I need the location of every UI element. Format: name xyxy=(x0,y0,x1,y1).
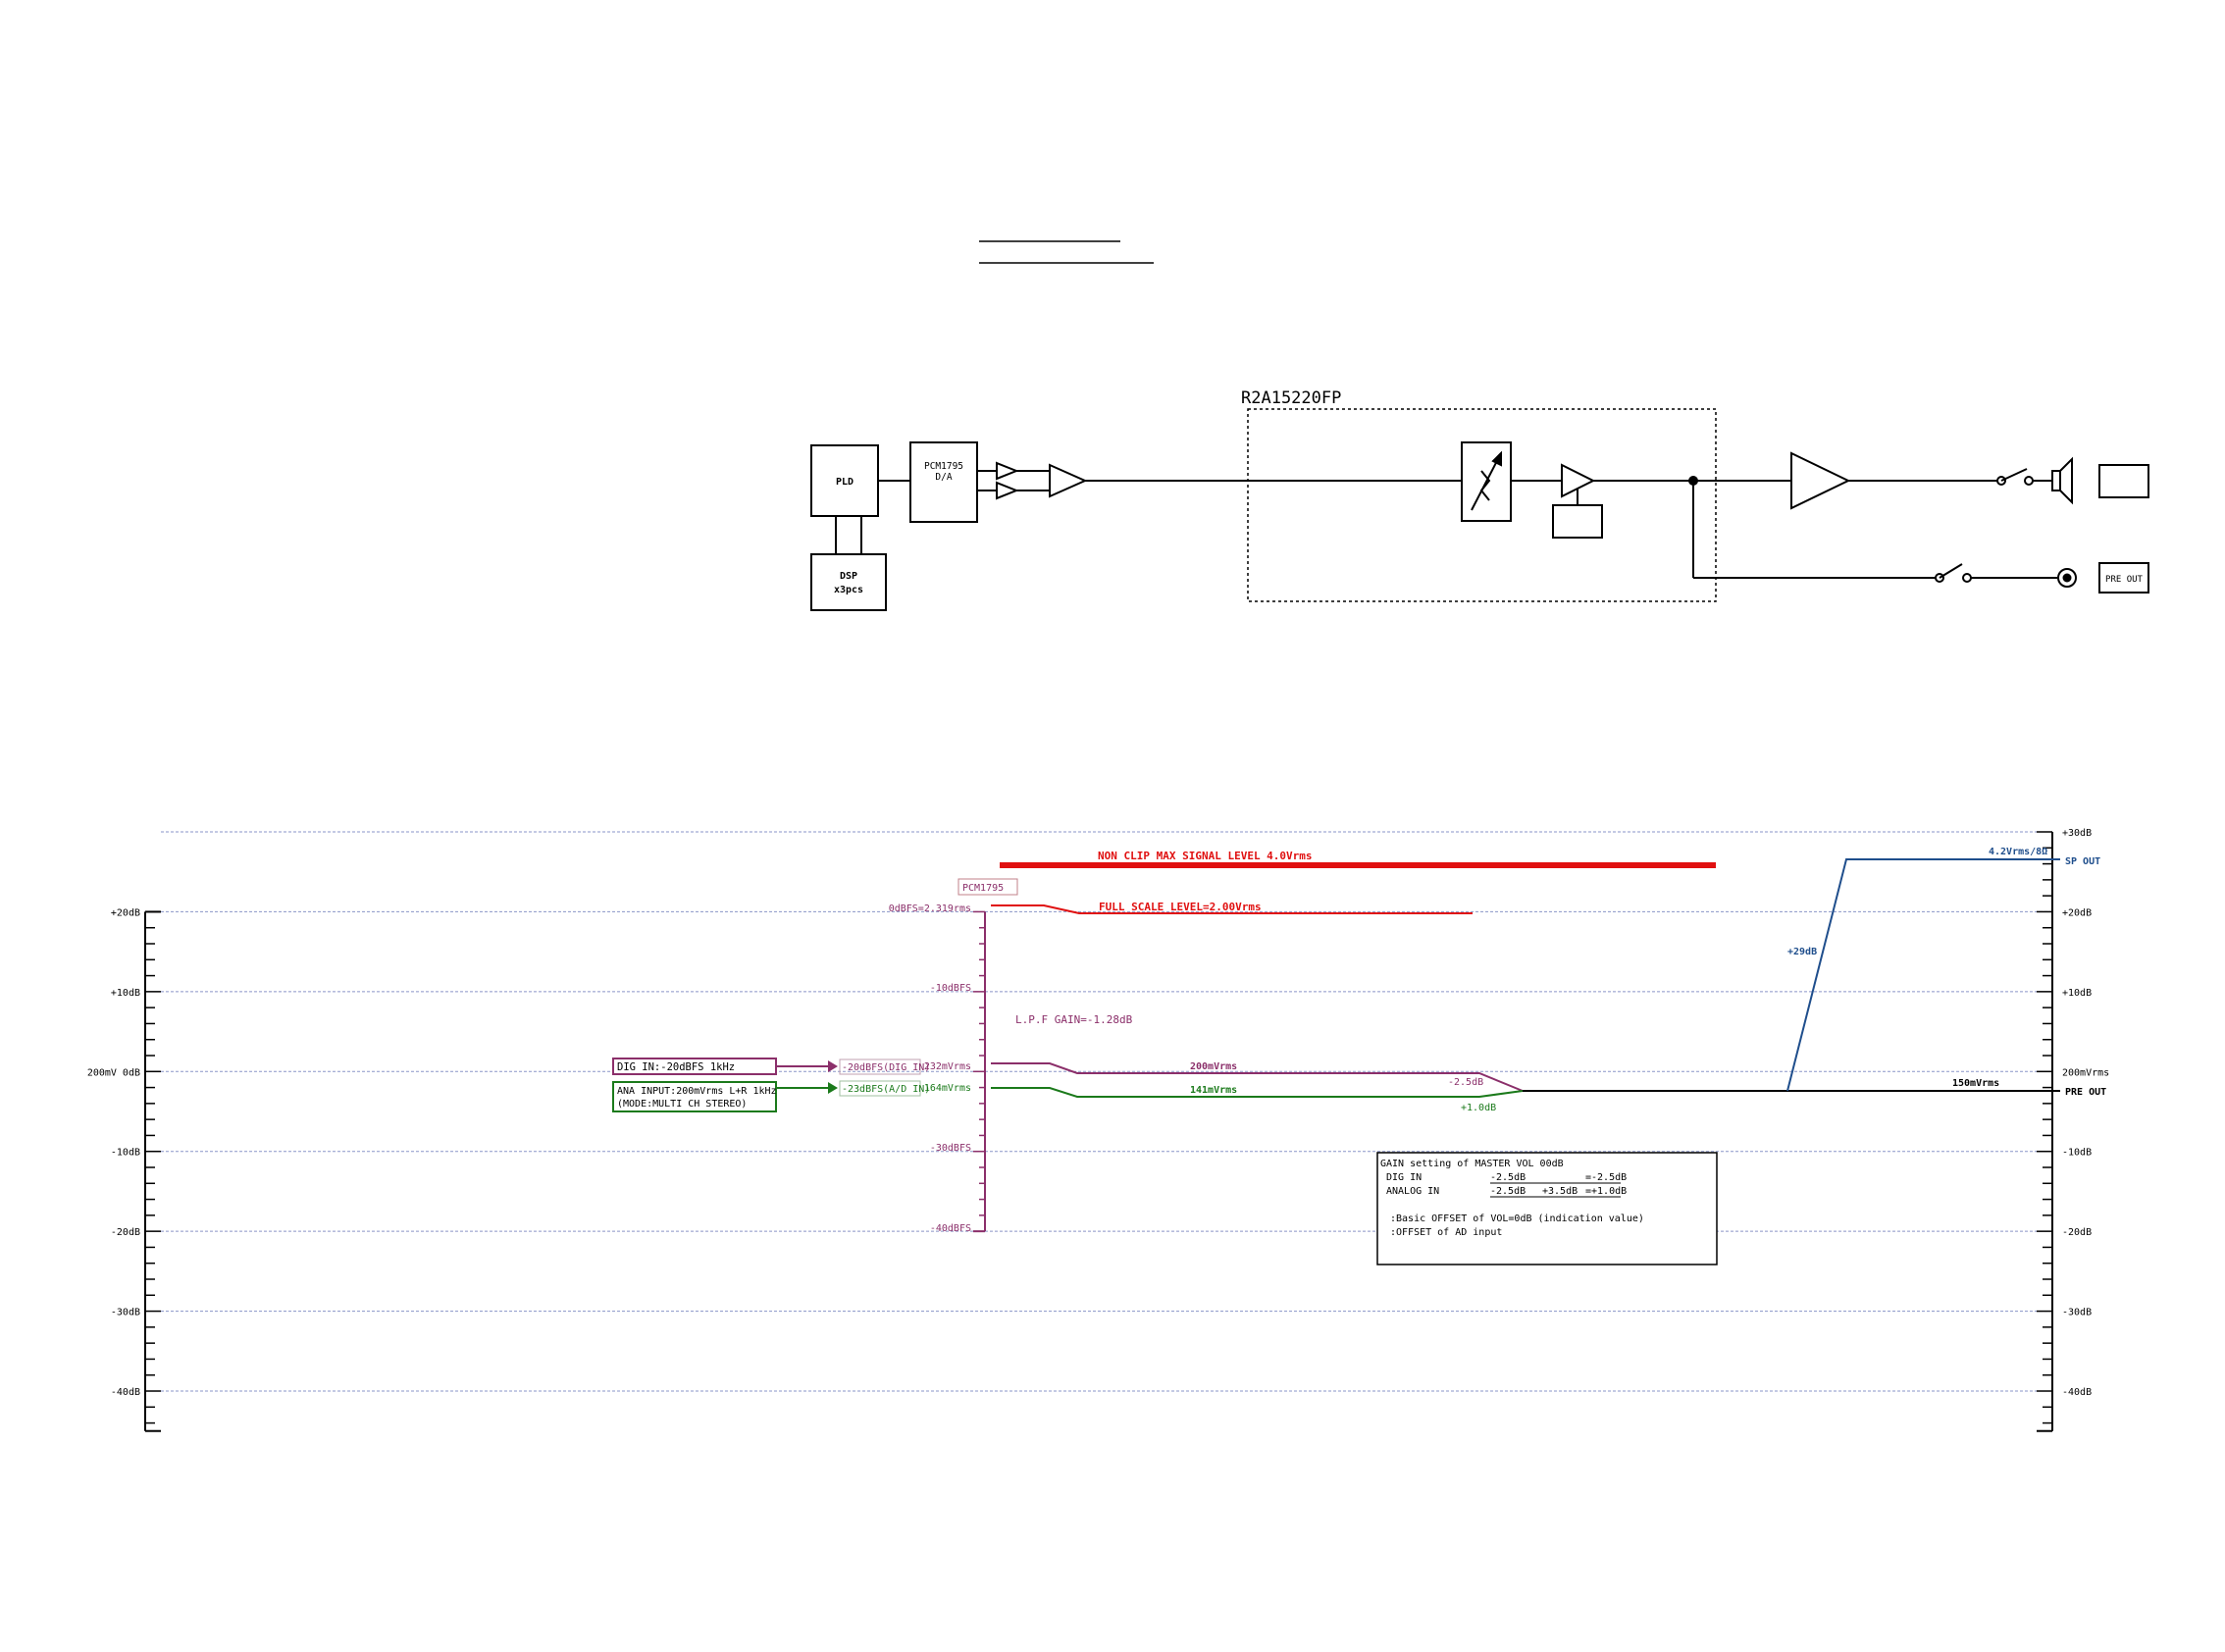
pld-label: PLD xyxy=(836,477,854,488)
ana-in-box-line1: ANA INPUT:200mVrms L+R 1kHz xyxy=(617,1086,777,1097)
dig-level-path xyxy=(991,1062,1524,1092)
rca-jack-outer xyxy=(2057,568,2077,588)
ana-in-box-line2: (MODE:MULTI CH STEREO) xyxy=(617,1099,747,1110)
dbfs-scale xyxy=(973,910,986,1233)
block-diagram xyxy=(810,408,2149,611)
gain-box-row2-a: -2.5dB xyxy=(1490,1186,1526,1197)
dsp-label: DSP xyxy=(840,571,857,582)
dac-block xyxy=(909,441,978,523)
gain-box-row2-b: +3.5dB xyxy=(1542,1186,1578,1197)
ad-tag-label: -23dBFS(A/D IN) xyxy=(842,1084,930,1095)
right-tick-label: +30dB xyxy=(2062,828,2092,839)
full-scale-line xyxy=(991,904,1473,914)
right-tick-label: -30dB xyxy=(2062,1308,2092,1318)
pre-out-label: PRE OUT xyxy=(2065,1087,2106,1098)
sp-level-label: 4.2Vrms/8Ω xyxy=(1989,847,2047,857)
ad-tag-box xyxy=(839,1080,921,1097)
ana-level-path xyxy=(991,1087,1524,1098)
pcm-tag-label: PCM1795 xyxy=(962,883,1004,894)
left-tick-label: -20dB xyxy=(111,1227,140,1238)
sp-switch-contact-1 xyxy=(1996,476,2006,486)
buffer-amp-1 xyxy=(996,461,1019,481)
dsp-count-label: x3pcs xyxy=(834,585,863,595)
chip-box xyxy=(1247,408,1717,602)
sp-switch-contact-2 xyxy=(2024,476,2034,486)
right-tick-label: +20dB xyxy=(2062,907,2092,918)
gain-box-row1-label: DIG IN xyxy=(1386,1172,1422,1183)
left-tick-label: -10dB xyxy=(111,1148,140,1159)
level-grid xyxy=(161,831,2052,1392)
right-tick-label: -20dB xyxy=(2062,1227,2092,1238)
left-tick-label: -30dB xyxy=(111,1308,140,1318)
gain-label: +29dB xyxy=(1787,947,1817,957)
pre-switch-contact-1 xyxy=(1935,573,1944,583)
level-axis-labels: +30dB +20dB +20dB +10dB +10dB 200mVrms 200mV 0… xyxy=(87,828,2109,1398)
dsp-block xyxy=(810,553,887,611)
gain-box-note2: :OFFSET of AD input xyxy=(1390,1227,1502,1238)
pre-out-box-label: PRE OUT xyxy=(2105,575,2144,585)
sp-out-level-path xyxy=(1786,858,2060,1092)
rca-jack-inner xyxy=(2062,573,2072,583)
tone-control-block xyxy=(1552,504,1603,539)
non-clip-label: NON CLIP MAX SIGNAL LEVEL 4.0Vrms xyxy=(1098,850,1313,862)
dig-level2-label: 200mVrms xyxy=(1190,1061,1237,1072)
gain-setting-box xyxy=(1376,1152,1718,1265)
dig-in-box-label: DIG IN:-20dBFS 1kHz xyxy=(617,1061,735,1073)
gain-box-row2-label: ANALOG IN xyxy=(1386,1186,1439,1197)
out-level-label: 150mVrms xyxy=(1952,1078,1999,1089)
gain-box-note1: :Basic OFFSET of VOL=0dB (indication val… xyxy=(1390,1213,1644,1224)
dbfs-40-label: -40dBFS xyxy=(930,1223,971,1234)
right-tick-label: -10dB xyxy=(2062,1148,2092,1159)
level-axes xyxy=(144,831,2053,1432)
sp-out-label: SP OUT xyxy=(2065,856,2100,867)
dbfs-0-label: 0dBFS=2.319rms xyxy=(889,903,971,914)
sp-out-box xyxy=(2098,464,2149,498)
left-tick-label: -40dB xyxy=(111,1387,140,1398)
left-tick-label: 200mV 0dB xyxy=(87,1067,140,1078)
pre-out-box xyxy=(2098,562,2149,594)
full-scale-label: FULL SCALE LEVEL=2.00Vrms xyxy=(1099,901,1262,913)
dig-vol-label: -2.5dB xyxy=(1448,1077,1483,1088)
pcm-tag-box xyxy=(957,878,1018,896)
dac-label: PCM1795 xyxy=(924,461,963,472)
left-tick-label: +10dB xyxy=(111,988,140,999)
speaker-icon xyxy=(2051,470,2061,491)
buffer-amp-2 xyxy=(996,481,1019,500)
dbfs-30-label: -30dBFS xyxy=(930,1143,971,1154)
lpf-amp xyxy=(1049,463,1088,498)
ana-level2-label: 141mVrms xyxy=(1190,1085,1237,1096)
gain-box-title: GAIN setting of MASTER VOL 00dB xyxy=(1380,1159,1564,1169)
chip-label: R2A15220FP xyxy=(1241,388,1341,408)
gain-box-row1-a: -2.5dB xyxy=(1490,1172,1526,1183)
gain-box-row2-c: =+1.0dB xyxy=(1585,1186,1627,1197)
ana-level-label: 164mVrms xyxy=(924,1083,971,1094)
dig-tag-box xyxy=(839,1058,921,1075)
power-amp xyxy=(1790,451,1851,510)
gain-box-row1-b: =-2.5dB xyxy=(1585,1172,1627,1183)
right-tick-label: -40dB xyxy=(2062,1387,2092,1398)
right-tick-label: 200mVrms xyxy=(2062,1067,2109,1078)
dbfs-10-label: -10dBFS xyxy=(930,983,971,994)
dig-tag-label: -20dBFS(DIG IN) xyxy=(842,1062,930,1073)
pre-switch-contact-2 xyxy=(1962,573,1972,583)
ana-in-box xyxy=(612,1081,777,1112)
ana-vol-label: +1.0dB xyxy=(1461,1103,1496,1113)
lpf-gain-label: L.P.F GAIN=-1.28dB xyxy=(1015,1013,1133,1026)
dig-level-label: 232mVrms xyxy=(924,1061,971,1072)
left-tick-label: +20dB xyxy=(111,907,140,918)
right-tick-label: +10dB xyxy=(2062,988,2092,999)
dac-sub-label: D/A xyxy=(935,472,952,483)
